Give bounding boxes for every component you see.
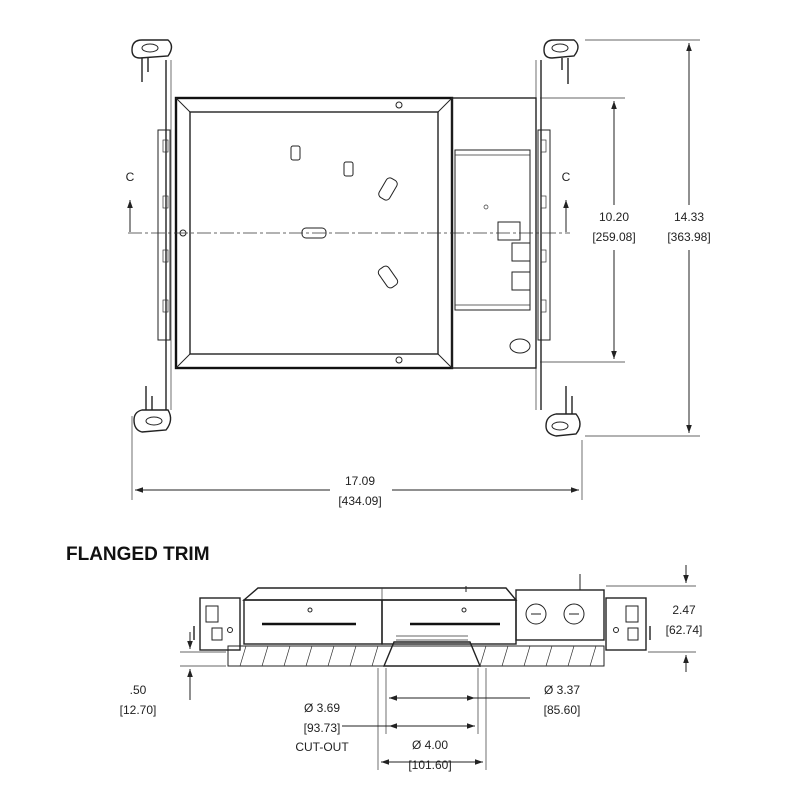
svg-text:[93.73]: [93.73] [304, 721, 341, 735]
svg-text:[85.60]: [85.60] [544, 703, 581, 717]
top-view: C C 10.20 [259.08] 14.33 [363.98] [126, 39, 711, 508]
section-title: FLANGED TRIM [66, 544, 210, 565]
right-mounting-bar [535, 60, 551, 410]
hanger-clip-top-left [131, 39, 173, 82]
side-view: 2.47 [62.74] .50 [12.70] Ø 3.37 [85.60] [120, 565, 702, 772]
svg-text:Ø 4.00: Ø 4.00 [412, 738, 448, 752]
plate-slots [290, 145, 399, 289]
dimension-aperture: Ø 3.37 [85.60] [389, 683, 580, 717]
svg-text:[434.09]: [434.09] [338, 494, 381, 508]
svg-text:[101.60]: [101.60] [408, 758, 451, 772]
dimension-trim-outer: Ø 4.00 [101.60] [381, 738, 483, 772]
svg-text:[12.70]: [12.70] [120, 703, 157, 717]
svg-text:.50: .50 [130, 683, 147, 697]
svg-text:Ø 3.37: Ø 3.37 [544, 683, 580, 697]
svg-text:CUT-OUT: CUT-OUT [295, 740, 349, 754]
dimension-overall-height: 14.33 [363.98] [585, 39, 711, 437]
svg-text:17.09: 17.09 [345, 474, 375, 488]
section-label-left: C [126, 170, 135, 184]
side-right-clip [605, 597, 651, 651]
side-junction-box [515, 574, 605, 641]
svg-text:14.33: 14.33 [674, 210, 704, 224]
svg-text:[62.74]: [62.74] [666, 623, 703, 637]
svg-text:2.47: 2.47 [672, 603, 696, 617]
section-marker-right: C [562, 170, 571, 232]
dimension-width: 17.09 [434.09] [131, 416, 583, 508]
svg-text:Ø 3.69: Ø 3.69 [304, 701, 340, 715]
hanger-clip-top-right [543, 39, 579, 84]
dimension-flange: .50 [12.70] [120, 632, 226, 717]
hanger-clip-bottom-right [545, 386, 581, 437]
section-label-right: C [562, 170, 571, 184]
dimension-cutout: Ø 3.69 [93.73] CUT-OUT [295, 701, 475, 754]
svg-text:10.20: 10.20 [599, 210, 629, 224]
side-housing [242, 586, 518, 645]
side-left-clip [193, 597, 241, 651]
section-marker-left: C [126, 170, 135, 232]
hanger-clip-bottom-left [133, 386, 172, 433]
dimension-side-height: 2.47 [62.74] [606, 565, 702, 672]
svg-text:[363.98]: [363.98] [667, 230, 710, 244]
left-mounting-bar [157, 60, 172, 410]
side-flange [227, 635, 605, 667]
dimension-inner-height: 10.20 [259.08] [540, 97, 636, 363]
svg-text:[259.08]: [259.08] [592, 230, 635, 244]
